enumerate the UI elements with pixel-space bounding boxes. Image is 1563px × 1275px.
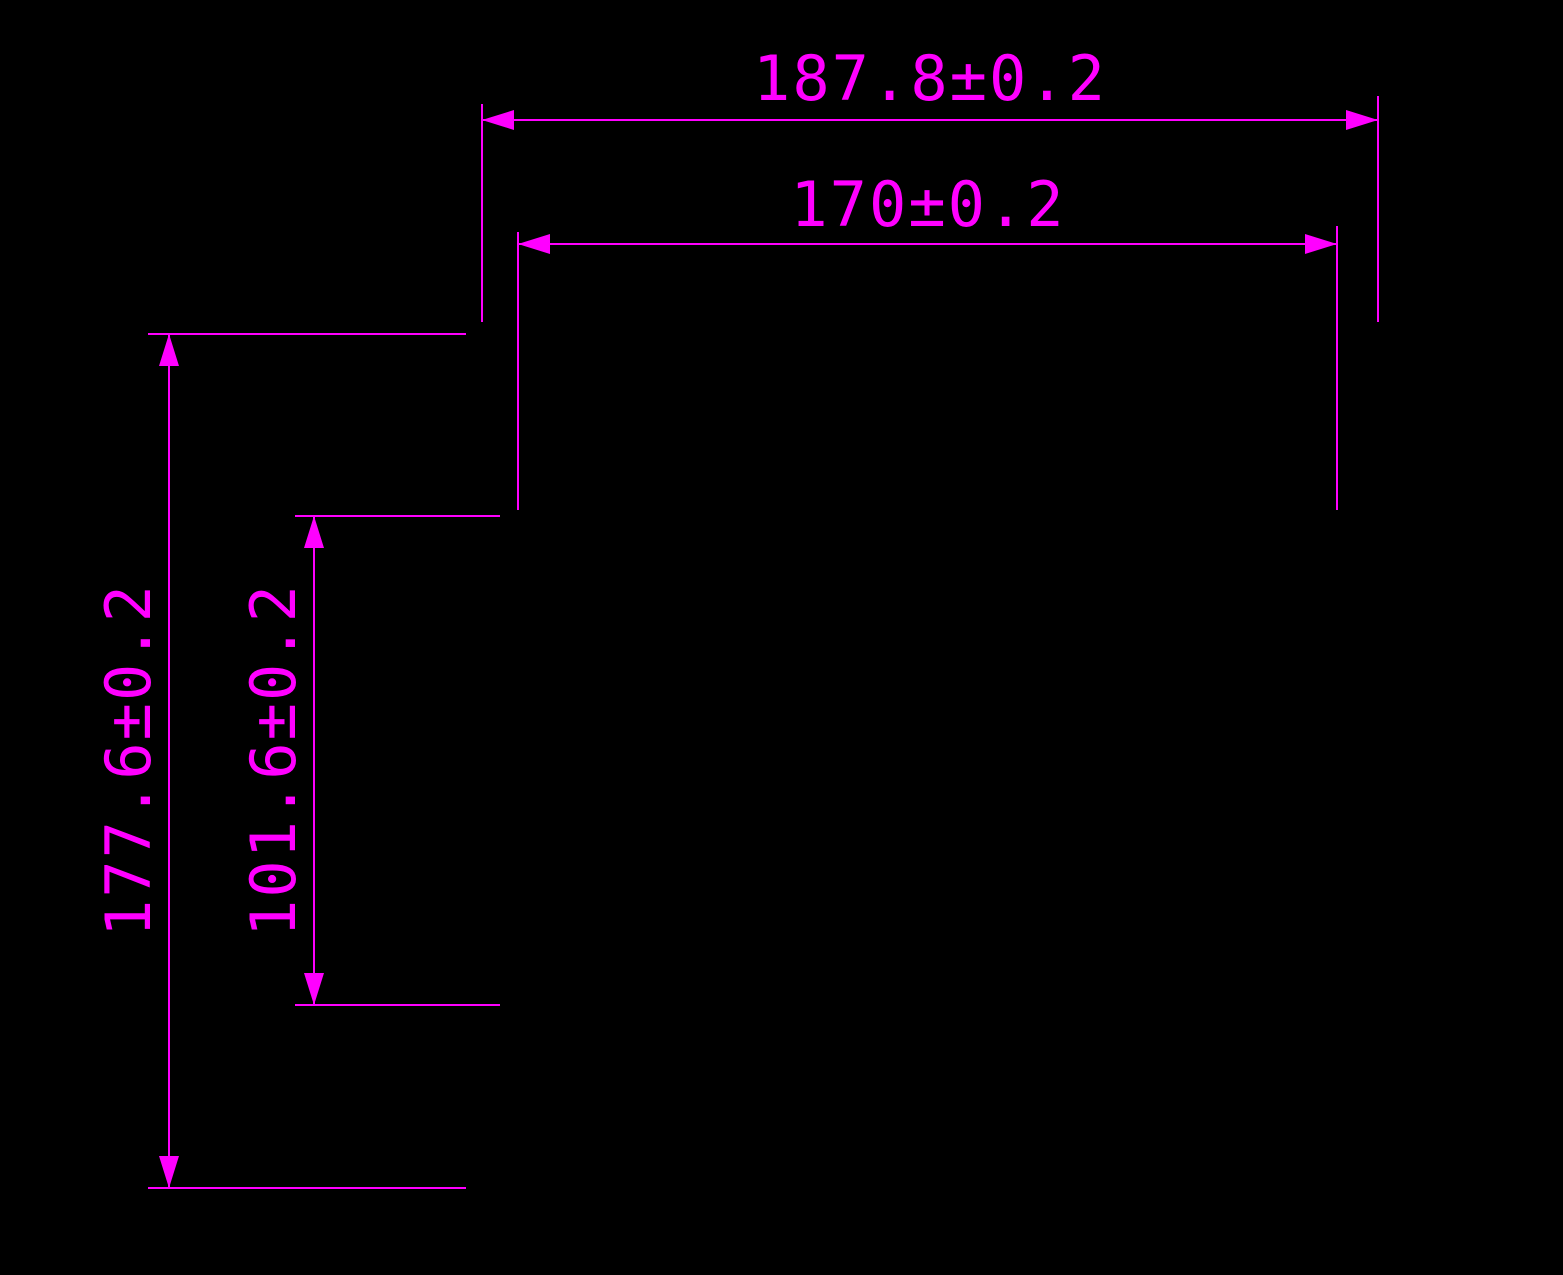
arrowhead-height-overall-top — [159, 334, 179, 366]
arrowhead-height-inner-top — [304, 516, 324, 548]
arrowhead-width-inner-left — [518, 234, 550, 254]
arrowhead-height-overall-bottom — [159, 1156, 179, 1188]
dimension-text-height-overall: 177.6±0.2 — [92, 583, 165, 937]
arrowhead-width-overall-right — [1346, 110, 1378, 130]
arrowhead-width-overall-left — [482, 110, 514, 130]
dimension-text-width-overall: 187.8±0.2 — [753, 42, 1107, 115]
dimension-text-width-inner: 170±0.2 — [790, 168, 1065, 241]
dimension-texts: 187.8±0.2 170±0.2 177.6±0.2 101.6±0.2 — [92, 42, 1107, 937]
arrowhead-width-inner-right — [1305, 234, 1337, 254]
dimension-lines — [167, 118, 1378, 1188]
extension-lines — [148, 96, 1380, 1190]
dimension-arrowheads — [159, 110, 1378, 1188]
arrowhead-height-inner-bottom — [304, 973, 324, 1005]
dimension-text-height-inner: 101.6±0.2 — [237, 583, 310, 937]
